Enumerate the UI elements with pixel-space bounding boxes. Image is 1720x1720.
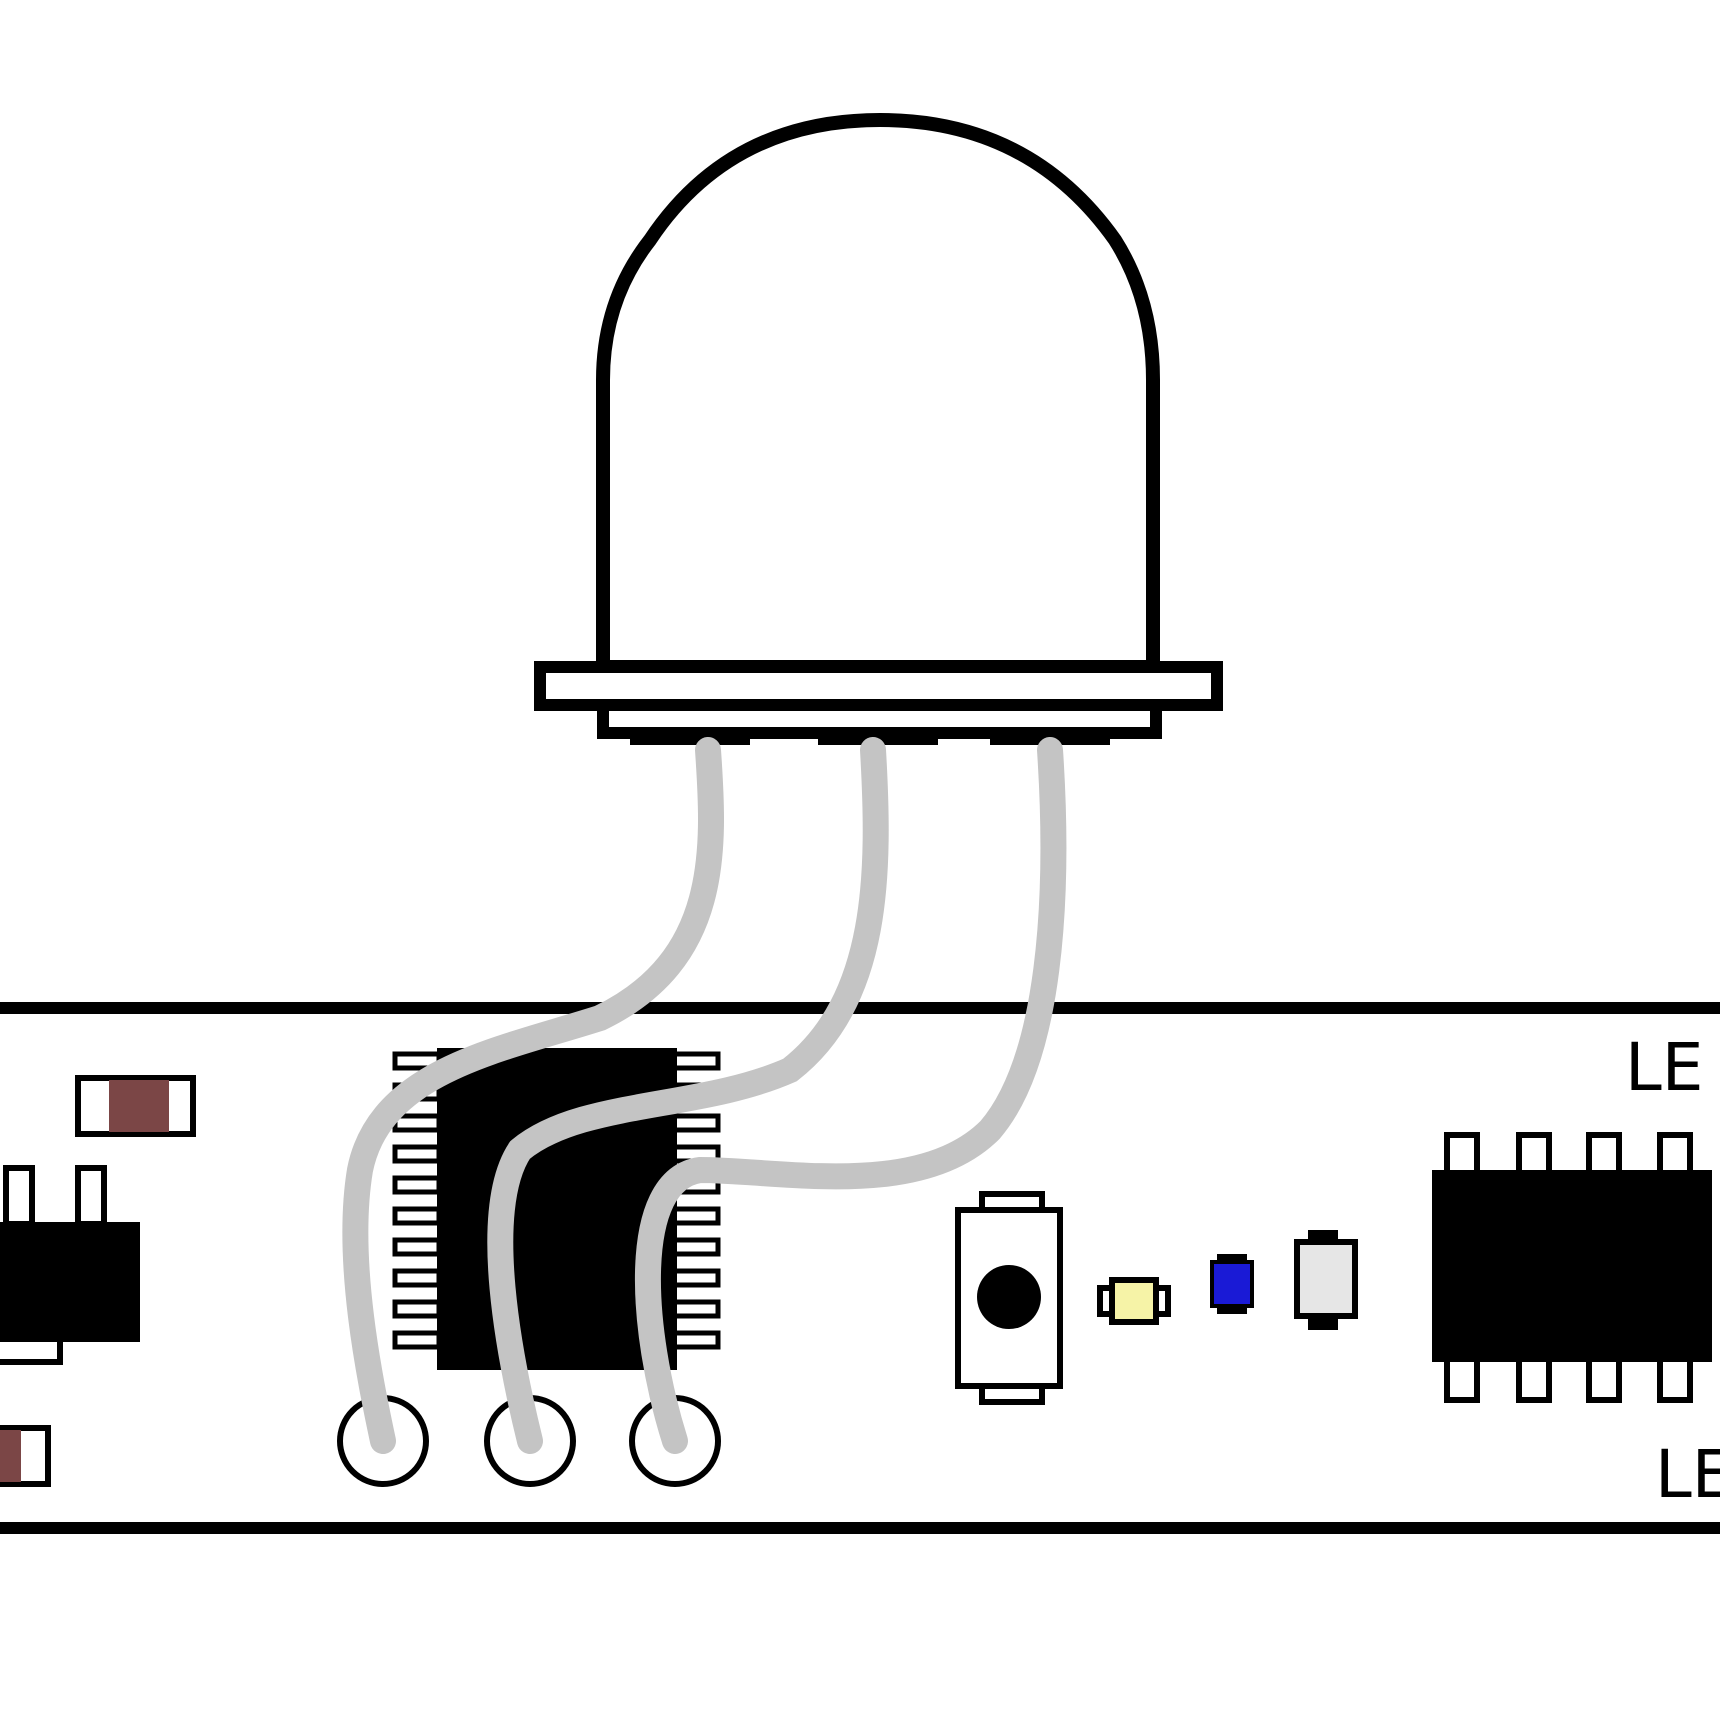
tactile-button bbox=[955, 1191, 1063, 1405]
dip8-ic bbox=[1432, 1132, 1712, 1403]
smd-leds bbox=[1097, 1230, 1358, 1330]
led-base bbox=[597, 699, 1162, 739]
tssop-pin-right bbox=[671, 1299, 721, 1319]
left-components bbox=[0, 1075, 196, 1487]
tssop-pin-left bbox=[392, 1330, 442, 1350]
led-dome bbox=[596, 113, 1160, 674]
resistor-bottom-body bbox=[0, 1430, 21, 1482]
resistor-top bbox=[75, 1075, 196, 1137]
yellow-smd-led bbox=[1097, 1277, 1171, 1325]
wire-2 bbox=[487, 737, 889, 1454]
blue-smd-led bbox=[1210, 1254, 1254, 1314]
dip8-pin-bottom bbox=[1516, 1355, 1552, 1403]
tssop-pin-left bbox=[392, 1206, 442, 1226]
board-label-bottom: LE bbox=[1655, 1436, 1720, 1513]
white-smd-led bbox=[1294, 1230, 1358, 1330]
board-label-top: LE bbox=[1625, 1029, 1703, 1106]
tssop-pin-left bbox=[392, 1237, 442, 1257]
dip8-pin-bottom bbox=[1586, 1355, 1622, 1403]
tssop-pin-right bbox=[671, 1206, 721, 1226]
large-led-bulb bbox=[534, 113, 1223, 745]
tssop-pin-left bbox=[392, 1268, 442, 1288]
dip8-pin-bottom bbox=[1444, 1355, 1480, 1403]
transistor-body bbox=[0, 1222, 140, 1342]
tssop-pin-right bbox=[671, 1051, 721, 1071]
transistor-pin-1 bbox=[3, 1165, 35, 1227]
resistor-top-body bbox=[109, 1080, 169, 1132]
transistor-pin-2 bbox=[75, 1165, 107, 1227]
led-pin-pad-1 bbox=[630, 733, 750, 745]
tssop-pin-left bbox=[392, 1113, 442, 1133]
tssop-pin-left bbox=[392, 1175, 442, 1195]
dip8-body bbox=[1432, 1170, 1712, 1362]
tssop-pin-right bbox=[671, 1113, 721, 1133]
tssop-pin-left bbox=[392, 1144, 442, 1164]
tssop-pin-left bbox=[392, 1299, 442, 1319]
wires bbox=[342, 737, 1067, 1454]
tssop-pin-right bbox=[671, 1268, 721, 1288]
wire-1 bbox=[342, 737, 725, 1454]
dip8-pin-bottom bbox=[1657, 1355, 1693, 1403]
resistor-bottom bbox=[0, 1425, 51, 1487]
sot-transistor bbox=[0, 1165, 140, 1365]
tssop-pin-right bbox=[671, 1330, 721, 1350]
wire-3 bbox=[634, 737, 1067, 1454]
pcb-strip bbox=[0, 1002, 1720, 1534]
button-actuator bbox=[977, 1265, 1041, 1329]
tssop-pin-right bbox=[671, 1237, 721, 1257]
